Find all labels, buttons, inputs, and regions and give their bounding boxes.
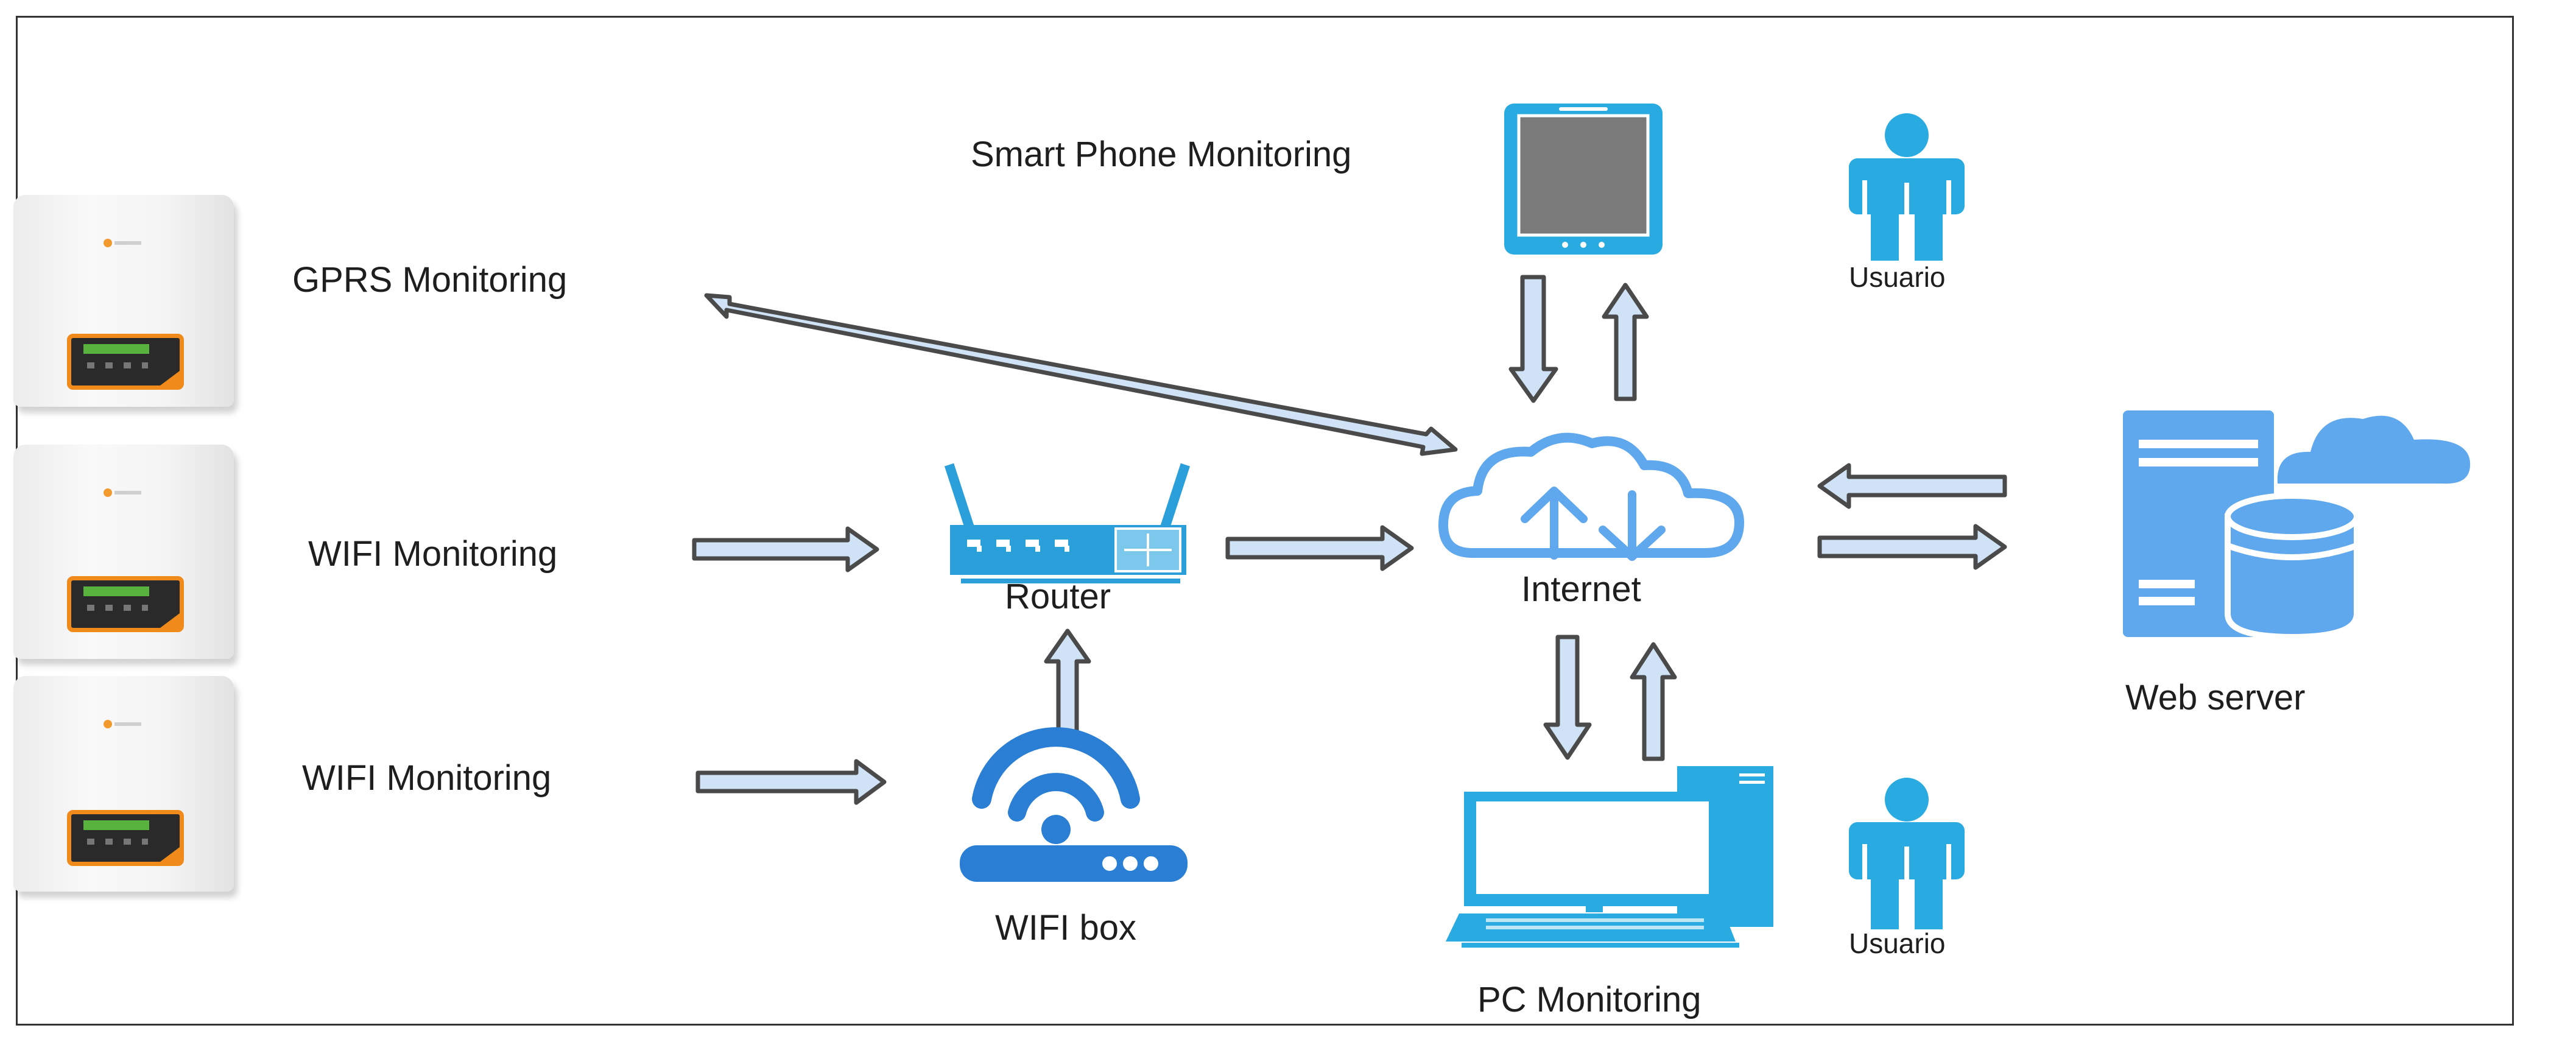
inverter-middle [13,445,234,659]
arrow-internet-phone [1602,283,1649,401]
web-server-label: Web server [2125,678,2306,717]
smartphone-icon [1504,104,1663,255]
arrow-internet-server [1817,524,2007,570]
arrow-wifibox-router [1044,628,1091,739]
arrow-router-internet [1225,525,1414,571]
gprs-monitoring-label: GPRS Monitoring [292,260,568,300]
arrow-wifi2-wifibox [695,759,887,805]
inverter-logo [104,239,141,247]
arrow-server-internet [1817,463,2007,509]
inverter-display [67,810,184,866]
inverter-display [67,334,184,390]
inverter-logo [104,488,141,497]
usuario-label-bottom: Usuario [1849,928,1946,959]
arrow-phone-internet [1508,275,1558,403]
cloud-icon [1438,432,1744,561]
router-label: Router [1005,577,1111,616]
pc-monitoring-label: PC Monitoring [1477,980,1701,1019]
user-icon-top [1849,113,1965,261]
inverter-display [67,576,184,632]
wifi-box-icon [960,727,1188,882]
arrow-wifi1-router [692,526,879,572]
wifi-monitoring-label-2: WIFI Monitoring [302,758,552,798]
user-icon-bottom [1849,778,1965,929]
pc-icon [1446,766,1773,948]
internet-label: Internet [1521,569,1641,609]
smart-phone-monitoring-label: Smart Phone Monitoring [971,135,1352,174]
arrow-gprs-internet [704,293,1458,456]
usuario-label-top: Usuario [1849,261,1946,293]
wifi-monitoring-label-1: WIFI Monitoring [308,534,558,574]
router-icon [944,463,1191,583]
web-server-icon [2123,410,2471,641]
inverter-top [13,195,234,407]
arrow-pc-internet [1630,642,1677,761]
inverter-bottom [13,676,234,892]
inverter-logo [104,720,141,728]
wifi-box-label: WIFI box [995,908,1137,948]
arrow-internet-pc [1543,635,1592,760]
